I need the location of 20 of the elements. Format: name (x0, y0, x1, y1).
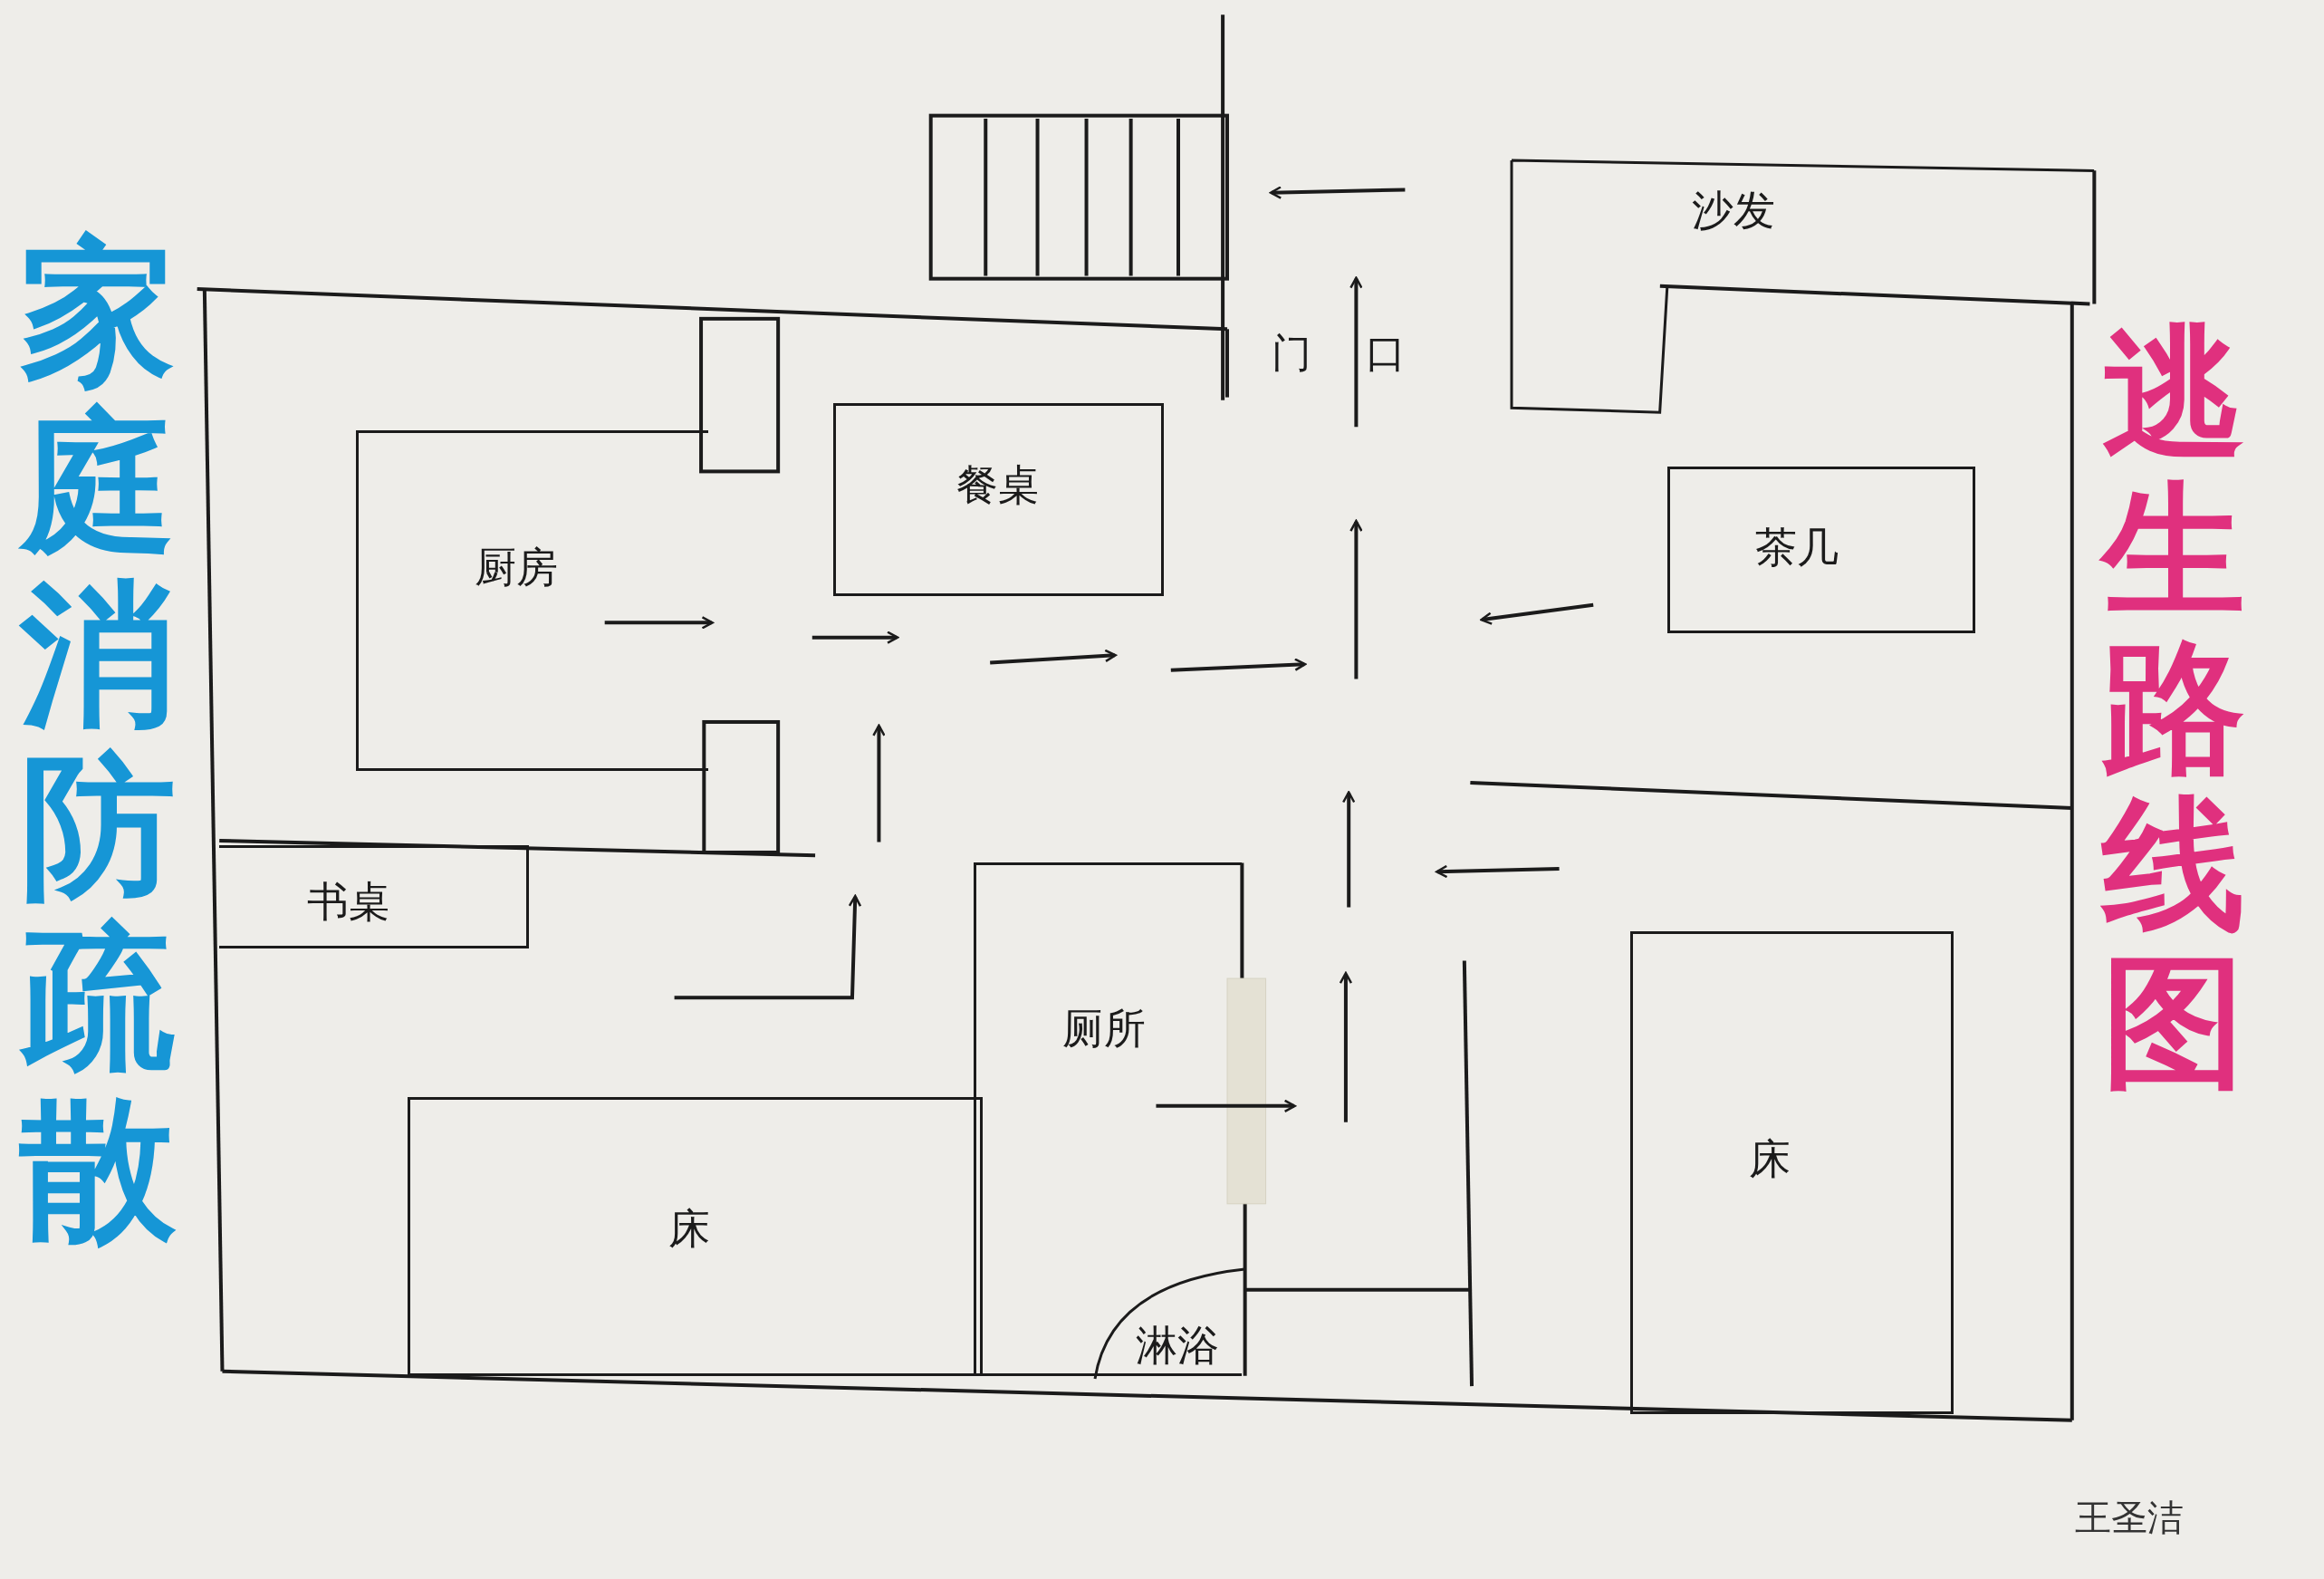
furniture-box (408, 1097, 983, 1376)
furniture-box (832, 403, 1164, 596)
room-label: 餐桌 (956, 463, 1041, 505)
door-label: 门口 (1272, 328, 1461, 378)
sofa-outline (1512, 159, 2095, 412)
room-label: 淋浴 (1135, 1324, 1219, 1367)
room-label: 书桌 (306, 881, 390, 923)
author-name: 王圣洁 (2075, 1495, 2185, 1540)
shower-outline (1095, 1268, 1245, 1379)
room-label: 沙发 (1691, 189, 1775, 232)
room-outline (355, 429, 709, 771)
room-label: 厕所 (1061, 1006, 1146, 1049)
room-label: 床 (668, 1207, 711, 1249)
room-label: 厨房 (474, 545, 558, 588)
vertical-title: 家庭消防疏散 (20, 226, 176, 1256)
furniture-box (1667, 467, 1976, 633)
furniture-box (1630, 930, 1954, 1415)
desk-outline (219, 844, 530, 949)
room-label: 床 (1748, 1137, 1791, 1179)
room-label: 茶几 (1755, 525, 1839, 568)
